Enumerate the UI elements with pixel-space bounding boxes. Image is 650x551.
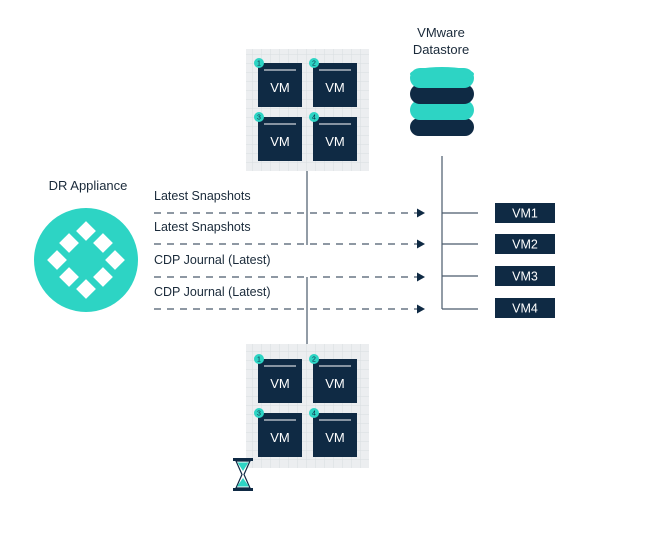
arrowhead: [417, 208, 425, 218]
vm-badge: [254, 354, 264, 364]
vm-target: VM3: [495, 266, 555, 286]
arrow-row: Latest Snapshots: [154, 220, 425, 249]
vm-tile: 1 VM: [254, 354, 302, 403]
vm-target-label: VM3: [512, 270, 538, 284]
vm-label: VM: [325, 376, 345, 391]
datastore-connector: [441, 156, 478, 310]
datastore-title-line1: VMware: [417, 25, 465, 40]
vm-badge: [309, 354, 319, 364]
vm-label: VM: [325, 134, 345, 149]
vm-label: VM: [270, 134, 290, 149]
arrowhead: [417, 304, 425, 314]
vm-badge-number: 1: [257, 357, 261, 364]
datastore-title-line2: Datastore: [413, 42, 469, 57]
vm-target-label: VM4: [512, 302, 538, 316]
database-icon: [410, 67, 474, 136]
vm-tile: 3 VM: [254, 408, 302, 457]
vm-target-label: VM2: [512, 238, 538, 252]
hourglass-icon: [233, 458, 253, 491]
appliance-logo-icon: [34, 208, 138, 312]
vm-tile: 4 VM: [309, 408, 357, 457]
vm-tile: 4 VM: [309, 112, 357, 161]
arrow-label: Latest Snapshots: [154, 220, 251, 234]
vm-badge: [309, 408, 319, 418]
arrowhead: [417, 272, 425, 282]
appliance-title: DR Appliance: [49, 178, 128, 193]
arrow-row: Latest Snapshots: [154, 189, 425, 218]
arrow-label: Latest Snapshots: [154, 189, 251, 203]
vm-tile: 2 VM: [309, 58, 357, 107]
vm-badge-number: 2: [312, 357, 316, 364]
vm-target: VM2: [495, 234, 555, 254]
vm-label: VM: [270, 80, 290, 95]
vm-badge-number: 3: [257, 411, 261, 418]
vm-badge-number: 2: [312, 61, 316, 68]
vm-label: VM: [270, 430, 290, 445]
arrowhead: [417, 239, 425, 249]
arrow-row: CDP Journal (Latest): [154, 253, 425, 282]
vm-badge-number: 4: [312, 115, 316, 122]
vm-badge-number: 3: [257, 115, 261, 122]
vm-tile: 1 VM: [254, 58, 302, 107]
vm-badge-number: 4: [312, 411, 316, 418]
vm-target: VM1: [495, 203, 555, 223]
arrow-label: CDP Journal (Latest): [154, 253, 271, 267]
vm-badge-number: 1: [257, 61, 261, 68]
vm-badge: [254, 112, 264, 122]
vm-label: VM: [325, 430, 345, 445]
vm-badge: [254, 408, 264, 418]
vm-target-label: VM1: [512, 207, 538, 221]
vm-badge: [254, 58, 264, 68]
vm-target: VM4: [495, 298, 555, 318]
vm-tile: 2 VM: [309, 354, 357, 403]
arrow-label: CDP Journal (Latest): [154, 285, 271, 299]
vm-badge: [309, 112, 319, 122]
vm-label: VM: [325, 80, 345, 95]
vm-grid-top: 1 VM 2 VM 3 VM 4 VM: [246, 49, 369, 245]
vm-tile: 3 VM: [254, 112, 302, 161]
vm-label: VM: [270, 376, 290, 391]
vm-badge: [309, 58, 319, 68]
vm-grid-bottom: 1 VM 2 VM 3 VM 4 VM: [246, 277, 369, 468]
arrow-row: CDP Journal (Latest): [154, 285, 425, 314]
